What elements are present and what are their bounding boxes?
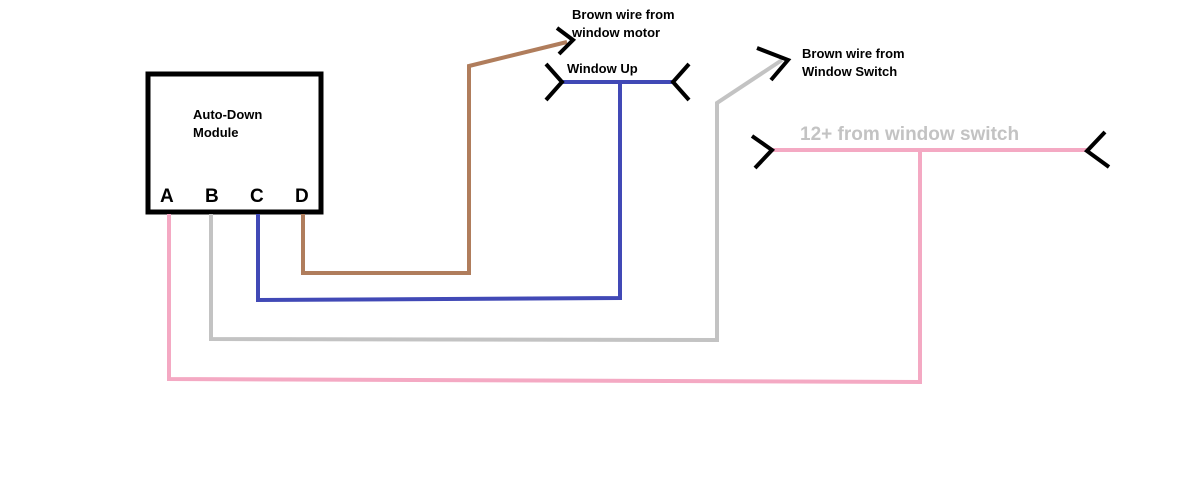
connector-switch-brown-arrow [756, 46, 792, 82]
wire-pink-terminal-a [167, 150, 922, 385]
terminal-c-label: C [250, 186, 264, 207]
label-motor-line2: window motor [571, 25, 660, 40]
label-window-up: Window Up [567, 61, 638, 76]
terminal-b-label: B [205, 186, 219, 207]
connector-motor-arrow [555, 26, 577, 56]
wire-blue-terminal-c [256, 82, 622, 303]
terminal-a-label: A [160, 186, 174, 207]
connector-window-up-left [544, 62, 565, 102]
label-switch-brown-line1: Brown wire from [802, 46, 905, 61]
connector-12v-right [1083, 130, 1111, 169]
label-12v-window-switch: 12+ from window switch [800, 124, 1019, 145]
module-title-line2: Module [193, 125, 239, 140]
label-switch-brown-line2: Window Switch [802, 64, 897, 79]
connector-12v-left [750, 134, 776, 170]
label-motor-line1: Brown wire from [572, 7, 675, 22]
wire-gray-terminal-b [209, 58, 784, 343]
wire-brown-terminal-d [301, 40, 568, 275]
auto-down-module-box [145, 71, 324, 215]
terminal-d-label: D [295, 186, 309, 207]
connector-window-up-right [670, 62, 691, 102]
module-title-line1: Auto-Down [193, 107, 262, 122]
